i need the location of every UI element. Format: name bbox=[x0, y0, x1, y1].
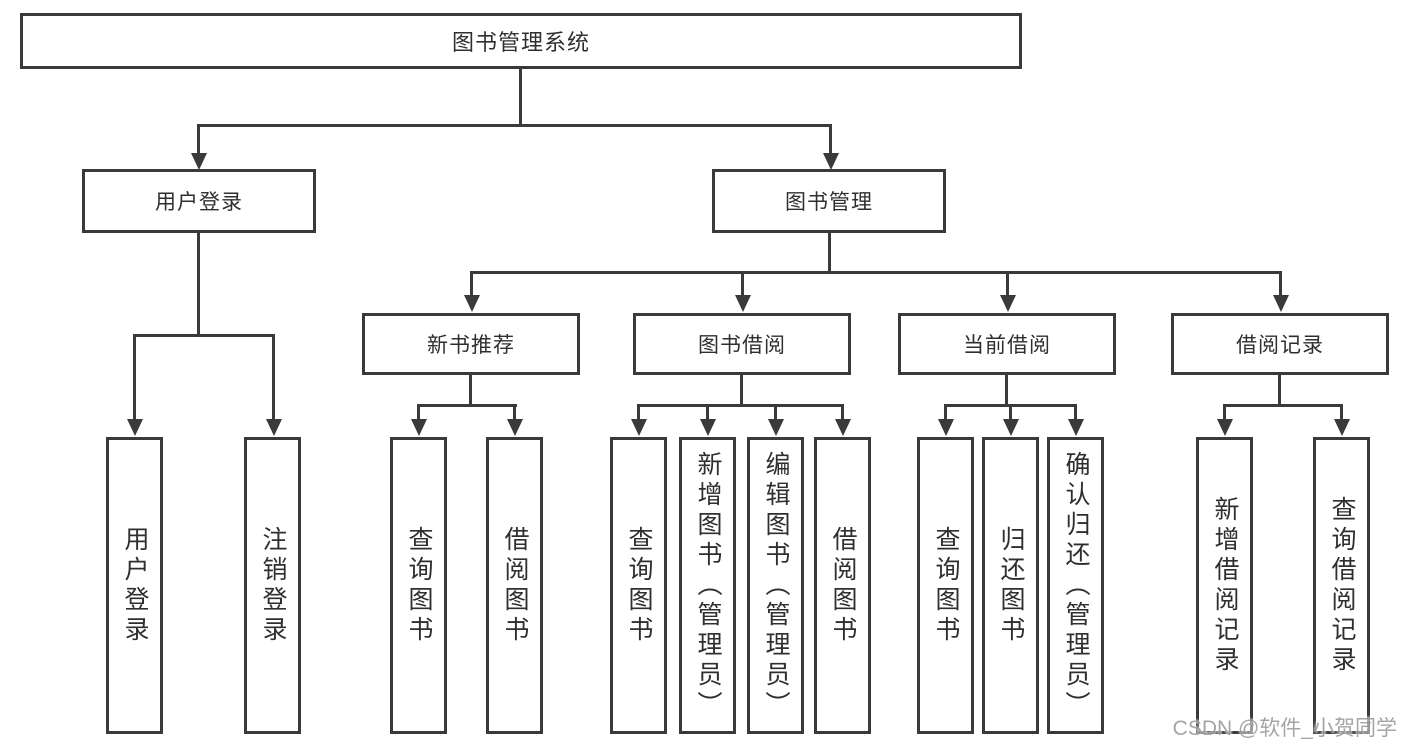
csdn-watermark: CSDN @软件_小贺同学 bbox=[1172, 717, 1397, 740]
leaf-query-borrow-record: 查询借阅记录 bbox=[1313, 437, 1370, 734]
leaf-label: 新增图书（管理员） bbox=[694, 450, 722, 721]
arrow-down-icon bbox=[272, 334, 275, 419]
leaf-label: 查询图书 bbox=[405, 525, 433, 646]
leaf-label: 新增借阅记录 bbox=[1211, 495, 1239, 676]
arrow-down-icon bbox=[133, 334, 136, 419]
leaf-label: 注销登录 bbox=[259, 525, 287, 646]
arrow-down-icon bbox=[1340, 404, 1343, 419]
node-current-borrowing: 当前借阅 bbox=[898, 313, 1116, 375]
connector-vline bbox=[740, 375, 743, 406]
connector-hline bbox=[470, 271, 1281, 274]
arrow-down-icon bbox=[774, 404, 777, 419]
arrow-down-icon bbox=[1223, 404, 1226, 419]
leaf-add-books-admin: 新增图书（管理员） bbox=[679, 437, 736, 734]
arrow-down-icon bbox=[1006, 271, 1009, 295]
node-book-borrowing: 图书借阅 bbox=[633, 313, 851, 375]
node-user-login: 用户登录 bbox=[82, 169, 316, 233]
connector-hline bbox=[1223, 404, 1343, 407]
arrow-down-icon bbox=[944, 404, 947, 419]
leaf-borrow-books: 借阅图书 bbox=[814, 437, 871, 734]
arrow-down-icon bbox=[417, 404, 420, 419]
arrow-down-icon bbox=[197, 124, 200, 153]
connector-vline bbox=[519, 69, 522, 125]
arrow-down-icon bbox=[829, 124, 832, 153]
connector-hline bbox=[637, 404, 844, 407]
leaf-return-books: 归还图书 bbox=[982, 437, 1039, 734]
leaf-label: 查询借阅记录 bbox=[1328, 495, 1356, 676]
leaf-label: 借阅图书 bbox=[829, 525, 857, 646]
arrow-down-icon bbox=[470, 271, 473, 295]
arrow-down-icon bbox=[1074, 404, 1077, 419]
leaf-add-borrow-record: 新增借阅记录 bbox=[1196, 437, 1253, 734]
arrow-down-icon bbox=[1279, 271, 1282, 295]
arrow-down-icon bbox=[637, 404, 640, 419]
node-new-book-recommend: 新书推荐 bbox=[362, 313, 580, 375]
connector-vline bbox=[1278, 375, 1281, 406]
arrow-down-icon bbox=[741, 271, 744, 295]
connector-hline bbox=[133, 334, 275, 337]
connector-hline bbox=[417, 404, 517, 407]
leaf-label: 确认归还（管理员） bbox=[1062, 450, 1090, 721]
leaf-edit-books-admin: 编辑图书（管理员） bbox=[747, 437, 804, 734]
leaf-user-login: 用户登录 bbox=[106, 437, 163, 734]
connector-vline bbox=[469, 375, 472, 406]
connector-vline bbox=[197, 232, 200, 336]
leaf-label: 编辑图书（管理员） bbox=[762, 450, 790, 721]
leaf-label: 归还图书 bbox=[997, 525, 1025, 646]
leaf-confirm-return-admin: 确认归还（管理员） bbox=[1047, 437, 1104, 734]
leaf-logout: 注销登录 bbox=[244, 437, 301, 734]
arrow-down-icon bbox=[513, 404, 516, 419]
arrow-down-icon bbox=[841, 404, 844, 419]
node-book-management: 图书管理 bbox=[712, 169, 946, 233]
leaf-query-books: 查询图书 bbox=[390, 437, 447, 734]
connector-vline bbox=[828, 232, 831, 273]
node-root: 图书管理系统 bbox=[20, 13, 1022, 69]
connector-hline bbox=[197, 124, 832, 127]
connector-vline bbox=[1005, 375, 1008, 406]
arrow-down-icon bbox=[706, 404, 709, 419]
leaf-label: 借阅图书 bbox=[501, 525, 529, 646]
leaf-query-books: 查询图书 bbox=[917, 437, 974, 734]
leaf-query-books: 查询图书 bbox=[610, 437, 667, 734]
node-borrowing-records: 借阅记录 bbox=[1171, 313, 1389, 375]
leaf-label: 用户登录 bbox=[121, 525, 149, 646]
leaf-label: 查询图书 bbox=[625, 525, 653, 646]
arrow-down-icon bbox=[1009, 404, 1012, 419]
leaf-borrow-books: 借阅图书 bbox=[486, 437, 543, 734]
leaf-label: 查询图书 bbox=[932, 525, 960, 646]
